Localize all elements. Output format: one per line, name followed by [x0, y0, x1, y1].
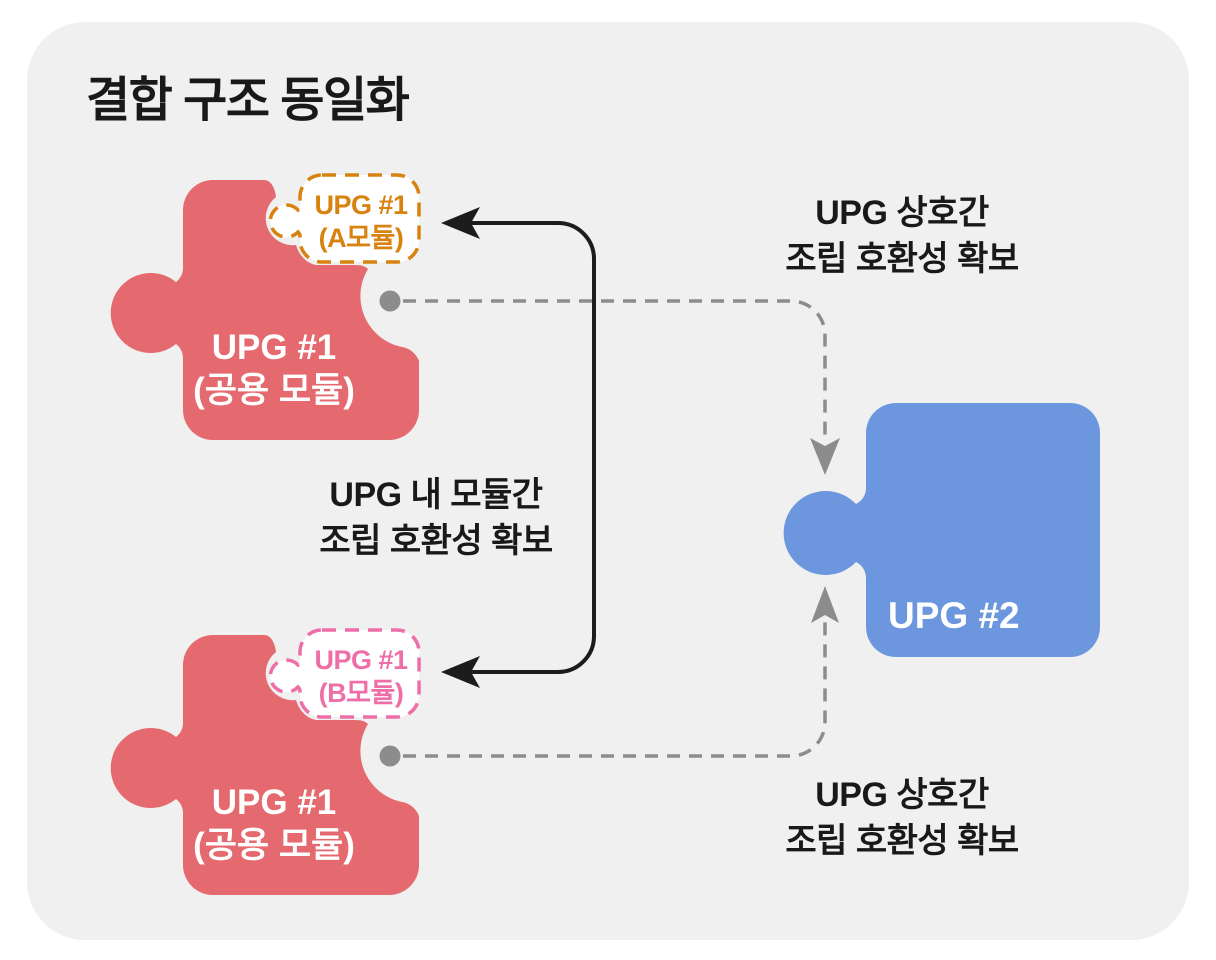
upg1-bottom-label: UPG #1 (공용 모듈) — [193, 781, 355, 867]
annotation-inter-upg-bottom: UPG 상호간 조립 호환성 확보 — [785, 772, 1019, 864]
arrow-down-icon — [810, 438, 840, 475]
annotation-inter-upg-top: UPG 상호간 조립 호환성 확보 — [785, 190, 1019, 282]
annotation-line: 조립 호환성 확보 — [785, 822, 1019, 860]
module-a-label-line2: (A모듈) — [318, 223, 404, 253]
socket-dot-top — [379, 290, 401, 312]
arrow-up-icon — [811, 586, 839, 623]
upg2-puzzle-piece — [783, 403, 1100, 657]
module-a-label: UPG #1 (A모듈) — [314, 189, 408, 255]
upg2-label: UPG #2 — [888, 595, 1020, 636]
arrow-left-top-icon — [441, 207, 480, 239]
module-compat-connector — [470, 221, 596, 674]
annotation-line: UPG 상호간 — [815, 194, 989, 232]
upg1-top-label: UPG #1 (공용 모듈) — [193, 326, 355, 412]
arrow-left-bottom-icon — [441, 656, 480, 688]
upg1-bottom-label-line1: UPG #1 — [211, 783, 337, 822]
module-a-label-line1: UPG #1 — [314, 190, 408, 220]
upg1-top-label-line1: UPG #1 — [211, 328, 337, 367]
upg1-top-label-line2: (공용 모듈) — [193, 371, 355, 410]
module-b-label-line2: (B모듈) — [318, 678, 404, 708]
module-b-label: UPG #1 (B모듈) — [314, 644, 408, 710]
annotation-line: UPG 내 모듈간 — [329, 476, 543, 514]
upg1-bottom-label-line2: (공용 모듈) — [193, 826, 355, 865]
diagram-title: 결합 구조 동일화 — [86, 74, 410, 127]
annotation-line: UPG 상호간 — [815, 776, 989, 814]
annotation-intra-upg: UPG 내 모듈간 조립 호환성 확보 — [319, 472, 553, 564]
socket-dot-bottom — [379, 745, 401, 767]
annotation-line: 조립 호환성 확보 — [319, 522, 553, 560]
annotation-line: 조립 호환성 확보 — [785, 240, 1019, 278]
module-b-label-line1: UPG #1 — [314, 645, 408, 675]
